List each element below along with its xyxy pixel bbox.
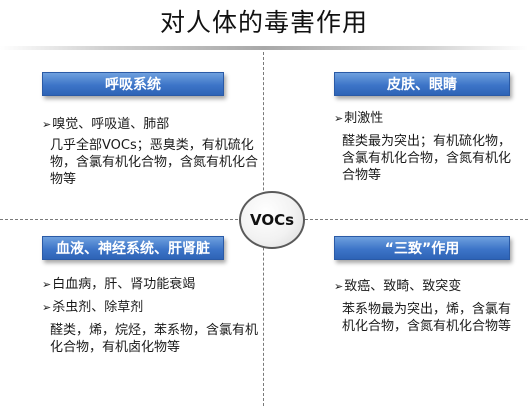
header-blood-nervous-liver-kidney: 血液、神经系统、肝肾脏 [42, 236, 224, 260]
arrow-bullet-icon: ➢ [42, 278, 52, 291]
header-skin-eyes: 皮肤、眼睛 [334, 72, 510, 96]
description-text: 几乎全部VOCs；恶臭类，有机硫化物，含氯有机化合物，含氮有机化合物等 [50, 138, 259, 187]
arrow-bullet-icon: ➢ [334, 280, 344, 293]
arrow-bullet-icon: ➢ [42, 118, 52, 131]
description-text: 苯系物最为突出，烯，含氯有机化合物，含氮有机化合物等 [342, 302, 512, 334]
bullet-item: ➢致癌、致畸、致突变 [334, 279, 462, 294]
vocs-center-circle: VOCs [239, 191, 305, 249]
bullet-item: ➢刺激性 [334, 111, 384, 126]
page-title: 对人体的毒害作用 [159, 8, 368, 37]
quadrant-skin-eyes: ➢刺激性 醛类最为突出；有机硫化物，含氯有机化合物，含氮有机化合物等 [334, 110, 524, 184]
header-three-effects: “三致”作用 [334, 236, 510, 260]
quadrant-respiratory-system: ➢嗅觉、呼吸道、肺部 几乎全部VOCs；恶臭类，有机硫化物，含氯有机化合物，含氮… [42, 116, 262, 188]
bullet-item: ➢杀虫剂、除草剂 [42, 300, 144, 315]
description-text: 醛类，烯，烷烃，苯系物，含氯有机化合物，有机卤化物等 [50, 323, 259, 355]
description-text: 醛类最为突出；有机硫化物，含氯有机化合物，含氮有机化合物等 [342, 134, 512, 183]
header-respiratory-system: 呼吸系统 [42, 72, 224, 96]
arrow-bullet-icon: ➢ [42, 301, 52, 314]
bullet-item: ➢白血病，肝、肾功能衰竭 [42, 277, 196, 292]
quadrant-blood-nervous-liver-kidney: ➢白血病，肝、肾功能衰竭 ➢杀虫剂、除草剂 醛类，烯，烷烃，苯系物，含氯有机化合… [42, 276, 262, 356]
title-underline [0, 46, 528, 50]
bullet-item: ➢嗅觉、呼吸道、肺部 [42, 117, 170, 132]
quadrant-three-effects: ➢致癌、致畸、致突变 苯系物最为突出，烯，含氯有机化合物，含氮有机化合物等 [334, 278, 524, 335]
arrow-bullet-icon: ➢ [334, 112, 344, 125]
